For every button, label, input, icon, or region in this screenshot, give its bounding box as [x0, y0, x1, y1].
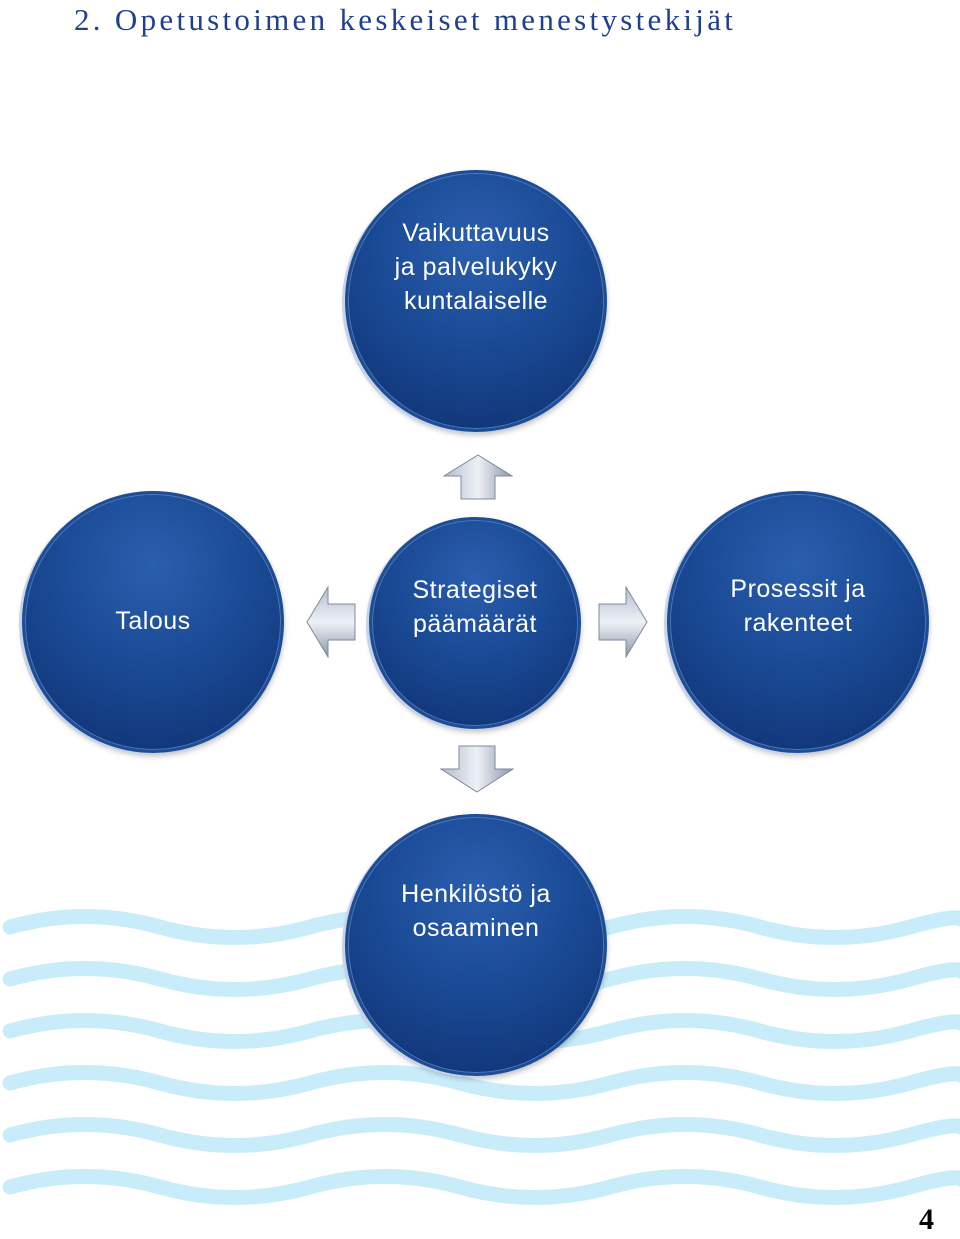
arrow-up-icon — [443, 454, 513, 500]
arrow-down-icon — [440, 745, 514, 793]
arrow-right-icon — [598, 586, 648, 658]
node-strategiset-paamaarat: Strategiset päämäärät — [369, 517, 581, 729]
page-number: 4 — [919, 1203, 934, 1236]
page-title: 2. Opetustoimen keskeiset menestystekijä… — [74, 2, 737, 37]
node-vaikuttavuus: Vaikuttavuus ja palvelukyky kuntalaisell… — [345, 170, 607, 432]
node-label: Talous — [115, 607, 191, 635]
node-prosessit: Prosessit ja rakenteet — [667, 491, 929, 753]
node-henkilosto: Henkilöstö ja osaaminen — [345, 814, 607, 1076]
node-label: Vaikuttavuus ja palvelukyky kuntalaisell… — [394, 219, 558, 315]
node-talous: Talous — [22, 491, 284, 753]
node-label: Strategiset päämäärät — [412, 576, 538, 638]
node-label: Prosessit ja rakenteet — [730, 575, 866, 637]
node-label: Henkilöstö ja osaaminen — [401, 880, 551, 942]
arrow-left-icon — [306, 586, 356, 658]
